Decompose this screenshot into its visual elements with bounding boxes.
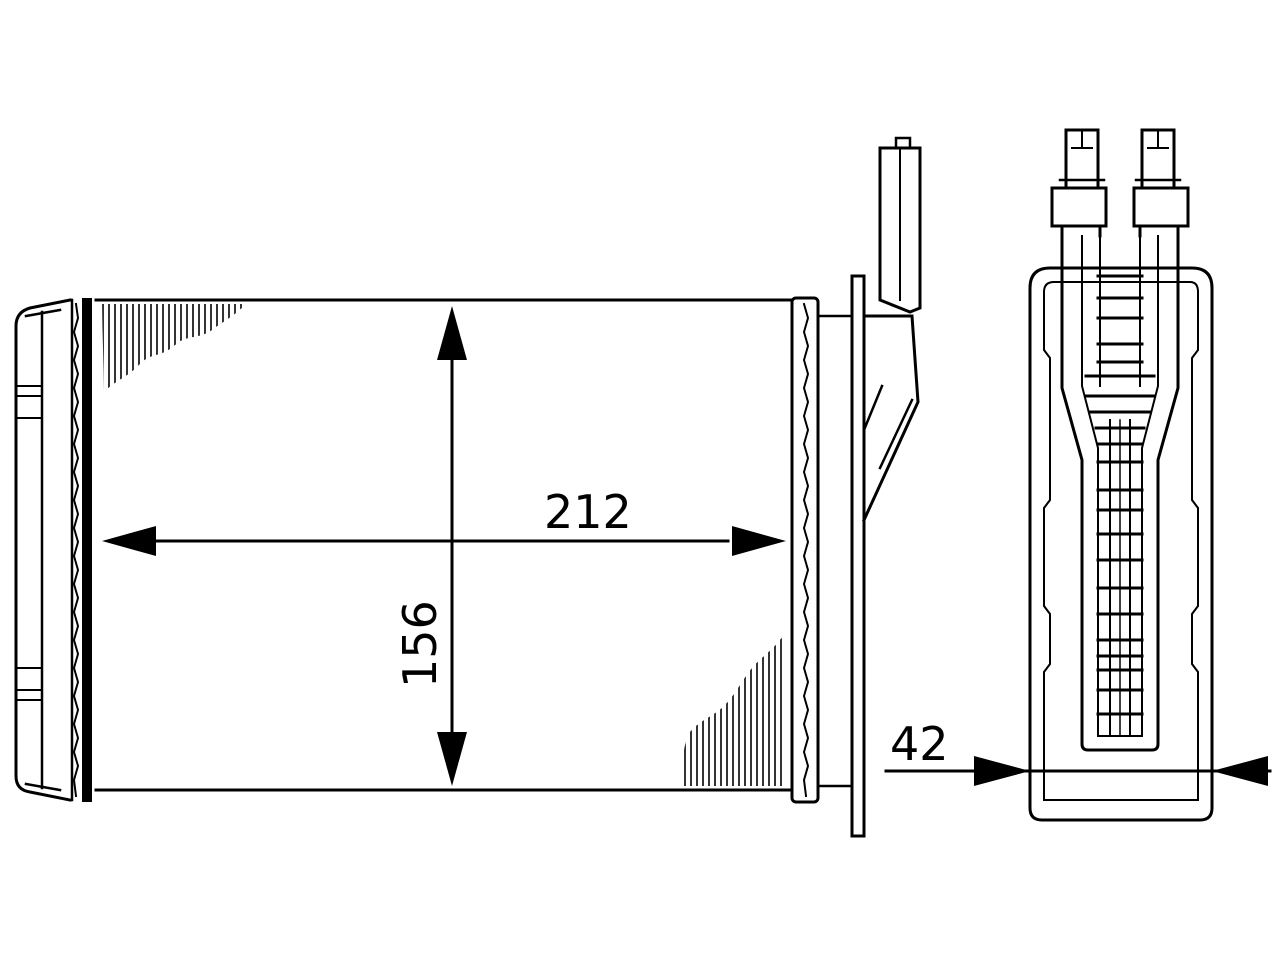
side-tank-inner [1043, 281, 1199, 801]
tube-bundle-outline [1060, 234, 1180, 752]
dimension-depth [884, 756, 1272, 786]
left-tank [14, 298, 92, 802]
tube-bundle-ribs [1084, 274, 1156, 716]
side-pipe-right [1132, 128, 1190, 238]
side-pipe-left [1050, 128, 1108, 238]
dimension-depth-label: 42 [890, 717, 949, 771]
right-header [790, 296, 854, 804]
dimension-height [437, 306, 467, 786]
dimension-width [102, 526, 786, 556]
side-view [884, 128, 1272, 822]
mounting-flange [850, 274, 866, 838]
dimension-height-label: 156 [393, 600, 447, 688]
front-view: 212 156 [14, 136, 922, 838]
pipe-connection [862, 136, 922, 522]
dimension-width-label: 212 [544, 485, 632, 539]
fin-hatching [102, 304, 786, 786]
side-tank-outline [1028, 266, 1214, 822]
core-body [94, 298, 794, 792]
